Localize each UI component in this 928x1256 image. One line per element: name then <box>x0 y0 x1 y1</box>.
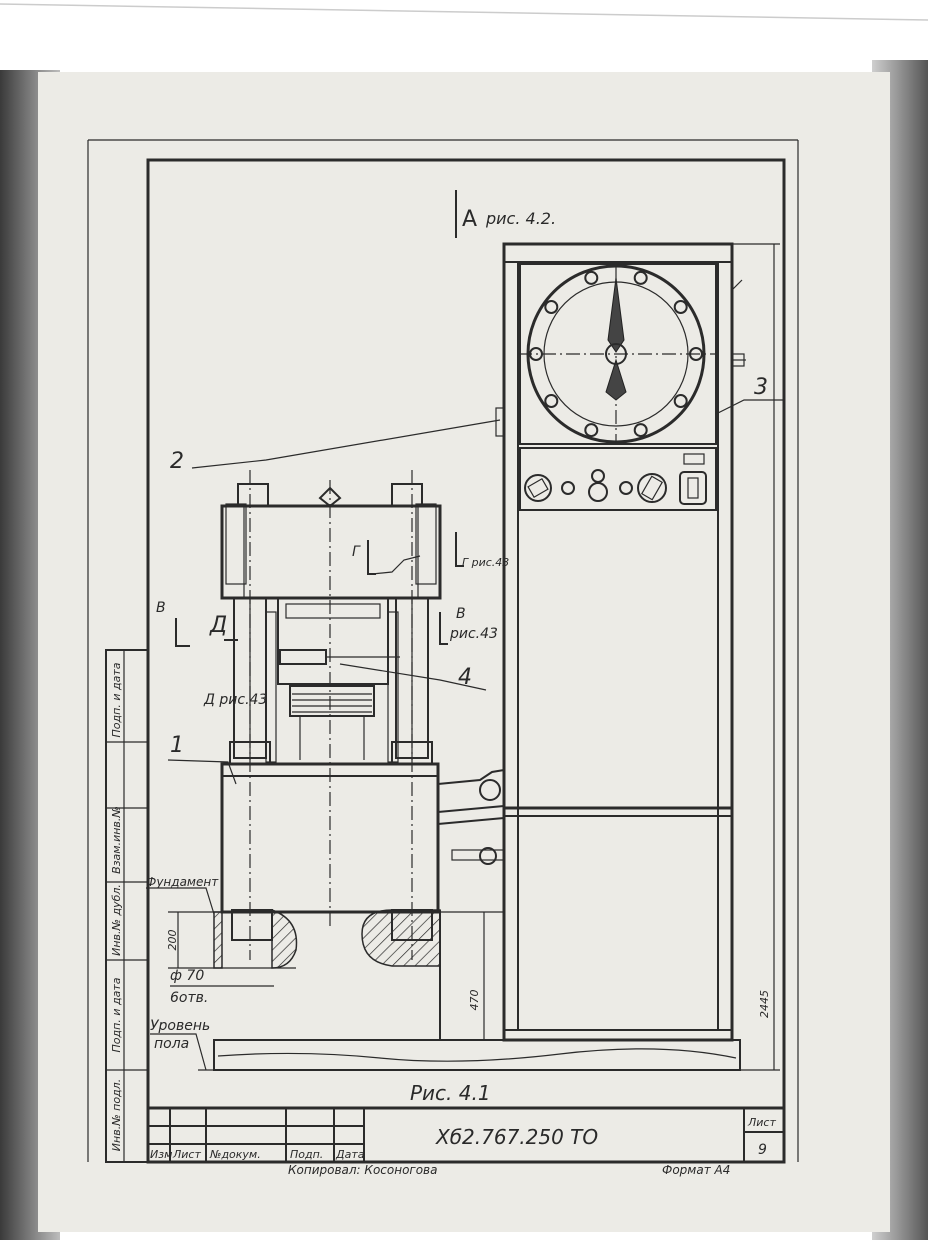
figure-caption: Рис. 4.1 <box>410 1081 491 1105</box>
document-designation: Хб2.767.250 ТО <box>435 1125 598 1149</box>
dim-200: 200 <box>166 930 179 951</box>
floor-level-label-2: пола <box>154 1036 189 1052</box>
paper-sheet <box>38 72 890 1232</box>
section-d-ref: Д рис.43 <box>203 692 267 708</box>
gauge-bolt <box>689 347 703 361</box>
holes-label: 6отв. <box>170 990 208 1006</box>
sheet-number: 9 <box>758 1142 767 1158</box>
title-block <box>148 1106 784 1162</box>
floor <box>198 1039 741 1071</box>
section-v-left: В <box>156 600 166 616</box>
gauge-bolt <box>529 347 543 361</box>
section-g-ref: Г рис.43 <box>462 556 509 569</box>
gauge-bolt <box>673 394 688 408</box>
control-panel <box>524 453 707 505</box>
col-doc: №докум. <box>209 1148 261 1161</box>
col-izm: Изм <box>150 1148 172 1161</box>
callout-2: 2 <box>170 449 184 474</box>
leaders <box>146 243 784 1071</box>
gauge-bolt <box>544 394 559 408</box>
section-v-ref: рис.43 <box>449 626 498 642</box>
stamp-vzam: Взам.инв.№ <box>110 806 123 874</box>
gauge-bolt <box>584 423 599 438</box>
dim-470: 470 <box>468 990 481 1011</box>
gauge-bolt <box>633 423 648 438</box>
stamp-sign-date: Подп. и дата <box>110 662 123 737</box>
section-d-left: Д <box>209 613 227 638</box>
sheet-label: Лист <box>747 1116 776 1129</box>
gauge-bolt <box>633 270 648 285</box>
section-a-letter: A <box>462 207 477 232</box>
stamp-inv-podl: Инв.№ подл. <box>110 1079 123 1151</box>
section-markers <box>175 532 464 647</box>
callout-3: 3 <box>754 375 768 400</box>
stamp-sign-date-2: Подп. и дата <box>110 977 123 1052</box>
diameter-label: ф 70 <box>170 968 204 984</box>
section-v-ref-letter: В <box>456 606 466 622</box>
format-label: Формат А4 <box>662 1163 730 1177</box>
gauge-bolt <box>673 300 688 314</box>
foundation-label: Фундамент <box>146 875 219 889</box>
copied-by: Копировал: Косоногова <box>288 1163 437 1177</box>
section-a-ref: рис. 4.2. <box>485 209 556 228</box>
callout-1: 1 <box>170 733 184 758</box>
col-sign: Подп. <box>290 1148 323 1161</box>
gauge-bolt <box>544 300 559 314</box>
col-list: Лист <box>172 1148 201 1161</box>
section-g-letter: Г <box>352 544 361 560</box>
gauge-bolt <box>584 270 599 285</box>
stamp-inv-dubl: Инв.№ дубл. <box>110 884 123 956</box>
side-stamp: Взам.инв.№ Подп. и дата Инв.№ дубл. Подп… <box>105 649 149 1163</box>
col-date: Дата <box>335 1148 365 1161</box>
dim-2445: 2445 <box>758 990 771 1018</box>
pressure-gauge-icon <box>518 264 716 444</box>
foundation <box>213 908 504 1040</box>
floor-level-label-1: Уровень <box>150 1018 210 1034</box>
callout-4: 4 <box>458 665 472 690</box>
